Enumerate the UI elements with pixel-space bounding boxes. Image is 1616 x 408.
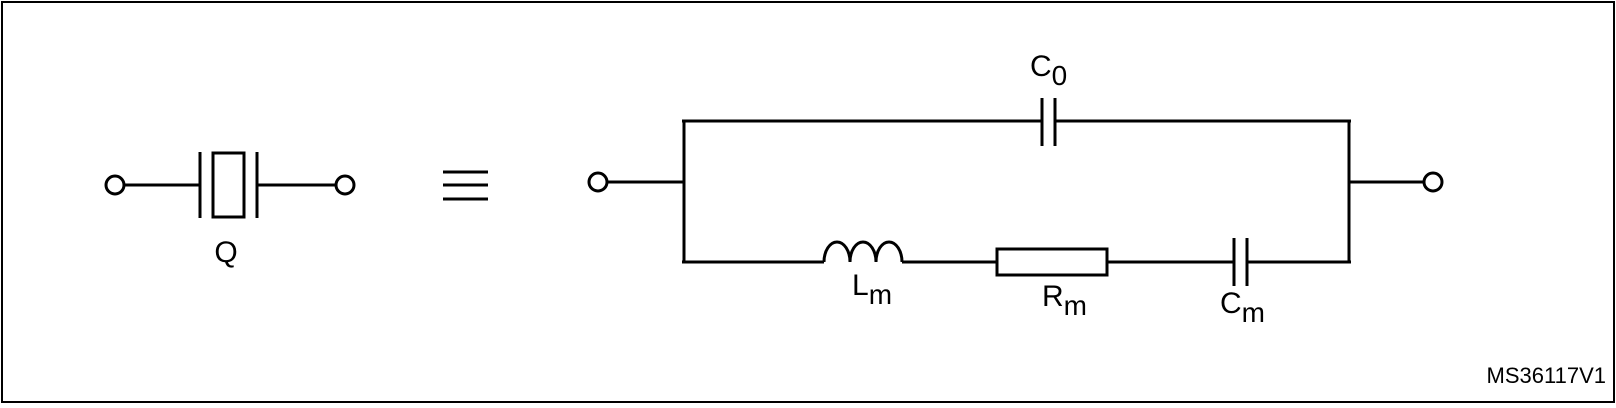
c0-label: C0: [1030, 50, 1067, 91]
lm-inductor-coil: [822, 240, 904, 263]
cm-label: Cm: [1220, 287, 1265, 328]
figure-reference-code: MS36117V1: [1487, 363, 1606, 388]
circuit-left-terminal: [587, 171, 609, 193]
equivalence-symbol: ≡: [443, 170, 488, 201]
crystal-quartz-body: [211, 151, 246, 219]
equivalent-circuit: C0 Lm Rm Cm: [587, 50, 1444, 328]
crystal-symbol: Q: [104, 151, 356, 269]
rm-label: Rm: [1042, 280, 1087, 321]
crystal-label: Q: [214, 236, 237, 269]
lm-label: Lm: [852, 269, 892, 310]
circuit-right-terminal: [1422, 171, 1444, 193]
crystal-right-terminal: [334, 174, 356, 196]
crystal-left-terminal: [104, 174, 126, 196]
rm-resistor-body: [995, 247, 1109, 277]
